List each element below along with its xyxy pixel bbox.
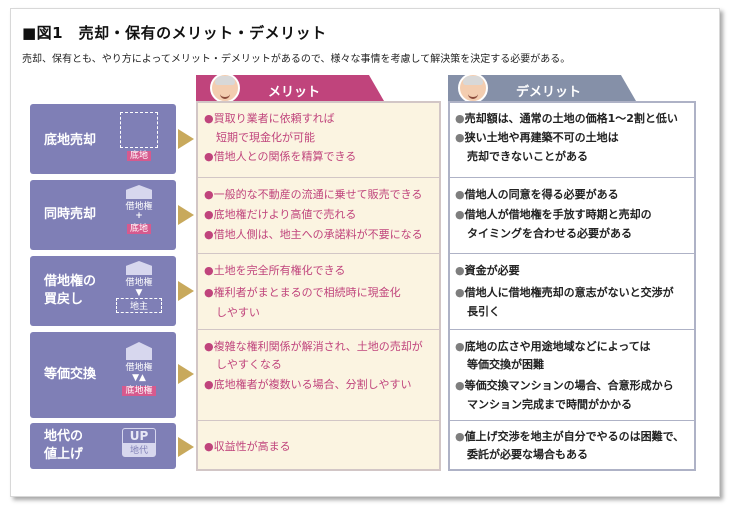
demerit-item: ●借地人に借地権売却の意志がないと交渉が xyxy=(455,286,674,299)
row-label-simultaneous-sale: 同時売却 借地権 + 底地 xyxy=(30,180,176,250)
demerit-item: ●等価交換マンションの場合、合意形成から xyxy=(455,379,674,392)
demerit-divider xyxy=(448,253,696,254)
row-name: 地代の xyxy=(44,429,84,444)
row-name: 底地売却 xyxy=(44,133,97,148)
rent-up-icon: UP 地代 xyxy=(116,428,162,457)
merit-item: ●買取り業者に依頼すれば xyxy=(204,112,335,125)
merit-item: ●底地権者が複数いる場合、分割しやすい xyxy=(204,378,412,391)
demerit-item: ●借地人の同意を得る必要がある xyxy=(455,188,619,201)
icon-label: 借地権 xyxy=(125,363,153,373)
right-arrow-icon xyxy=(178,205,194,225)
demerit-item: ●資金が必要 xyxy=(455,264,520,277)
icon-tag: 底地 xyxy=(126,224,151,234)
demerit-divider xyxy=(448,177,696,178)
merit-item: ●底地権だけより高値で売れる xyxy=(204,208,357,221)
demerit-item-continuation: 委託が必要な場合もある xyxy=(467,448,588,461)
merit-item-continuation: 短期で現金化が可能 xyxy=(216,131,315,144)
icon-label: 地主 xyxy=(116,298,162,313)
merit-item-continuation: しやすい xyxy=(216,306,260,319)
merit-column-body xyxy=(196,101,441,471)
down-arrow-icon: ▼ xyxy=(135,288,143,298)
leased-land-icon: 底地 xyxy=(116,112,162,161)
demerit-divider xyxy=(448,329,696,330)
row-name: 値上げ xyxy=(44,447,84,462)
demerit-header-label: デメリット xyxy=(516,85,582,100)
figure-title: ■図1 売却・保有のメリット・デメリット xyxy=(22,24,327,42)
right-arrow-icon xyxy=(178,129,194,149)
row-name: 等価交換 xyxy=(44,367,97,382)
merit-divider xyxy=(196,253,441,254)
demerit-item-continuation: 売却できないことがある xyxy=(467,150,588,163)
merit-header-label: メリット xyxy=(268,85,321,100)
up-label: UP xyxy=(129,429,149,443)
icon-label: 借地権 xyxy=(125,278,153,288)
demerit-item-continuation: タイミングを合わせる必要がある xyxy=(467,227,632,240)
demerit-item-continuation: 等価交換が困難 xyxy=(467,358,544,371)
merit-item: ●借地人側は、地主への承諾料が不要になる xyxy=(204,228,423,241)
equivalent-exchange-icon: 借地権 ▼▲ 底地権 xyxy=(116,342,162,396)
merit-column-header: メリット xyxy=(196,75,384,101)
demerit-item: ●売却額は、通常の土地の価格1～2割と低い xyxy=(455,112,678,125)
demerit-column-header: デメリット xyxy=(448,75,636,101)
figure-subtitle: 売却、保有とも、やり方によってメリット・デメリットがあるので、様々な事情を考慮し… xyxy=(22,54,571,65)
icon-tag: 底地 xyxy=(126,151,151,161)
plus-icon: + xyxy=(135,211,143,221)
merit-divider xyxy=(196,177,441,178)
row-label-sale-of-leased-land: 底地売却 底地 xyxy=(30,104,176,174)
demerit-item-continuation: 長引く xyxy=(467,305,500,318)
merit-item: ●権利者がまとまるので相続時に現金化 xyxy=(204,286,401,299)
icon-label: 借地権 xyxy=(125,202,153,212)
merit-item: ●収益性が高まる xyxy=(204,440,291,453)
smiling-elder-face-icon xyxy=(210,75,240,101)
merit-divider xyxy=(196,420,441,421)
row-label-rent-increase: 地代の 値上げ UP 地代 xyxy=(30,423,176,469)
right-arrow-icon xyxy=(178,364,194,384)
demerit-item: ●狭い土地や再建築不可の土地は xyxy=(455,131,619,144)
demerit-item: ●値上げ交渉を地主が自分でやるのは困難で、 xyxy=(455,430,685,443)
worried-elder-face-icon xyxy=(458,75,488,101)
merit-divider xyxy=(196,329,441,330)
merit-item: ●複雑な権利関係が解消され、土地の売却が xyxy=(204,340,423,353)
row-label-leasehold-buyback: 借地権の 買戻し 借地権 ▼ 地主 xyxy=(30,256,176,326)
right-arrow-icon xyxy=(178,437,194,457)
merit-item: ●一般的な不動産の流通に乗せて販売できる xyxy=(204,188,423,201)
icon-tag: 底地権 xyxy=(122,386,156,396)
exchange-arrows-icon: ▼▲ xyxy=(132,373,146,383)
leasehold-plus-land-icon: 借地権 + 底地 xyxy=(116,185,162,234)
demerit-item: ●借地人が借地権を手放す時期と売却の xyxy=(455,208,652,221)
demerit-item: ●底地の広さや用途地域などによっては xyxy=(455,340,651,353)
row-name: 同時売却 xyxy=(44,207,97,222)
demerit-item-continuation: マンション完成まで時間がかかる xyxy=(467,398,632,411)
merit-item: ●土地を完全所有権化できる xyxy=(204,264,346,277)
right-arrow-icon xyxy=(178,281,194,301)
icon-label: 地代 xyxy=(123,443,155,456)
demerit-divider xyxy=(448,420,696,421)
leasehold-to-owner-icon: 借地権 ▼ 地主 xyxy=(116,261,162,313)
merit-item-continuation: しやすくなる xyxy=(216,358,282,371)
merit-item: ●借地人との関係を精算できる xyxy=(204,150,357,163)
row-name: 借地権の xyxy=(44,274,97,289)
row-label-equivalent-exchange: 等価交換 借地権 ▼▲ 底地権 xyxy=(30,332,176,418)
row-name: 買戻し xyxy=(44,292,84,307)
